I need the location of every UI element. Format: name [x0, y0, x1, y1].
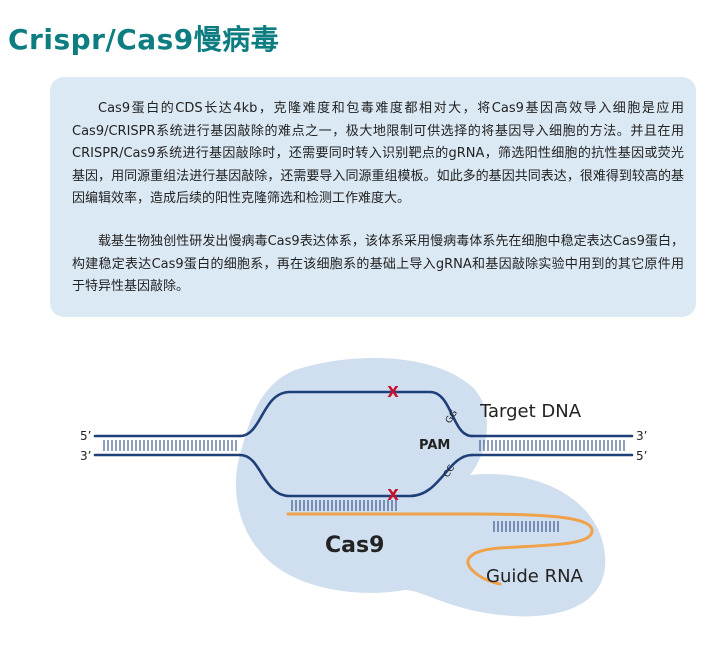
base-pairs-rna-dna	[291, 500, 397, 511]
cut-mark-top: X	[387, 383, 399, 401]
target-dna	[93, 390, 634, 498]
label-5prime-right: 5’	[636, 449, 647, 463]
cut-mark-bottom: X	[387, 486, 399, 504]
dna-lower-strand	[238, 453, 474, 498]
label-3prime-left: 3’	[80, 449, 91, 463]
base-pairs	[103, 440, 625, 532]
target-dna-label: Target DNA	[479, 401, 582, 422]
intro-paragraph-2: 载基生物独创性研发出慢病毒Cas9表达体系，该体系采用慢病毒体系先在细胞中稳定表…	[72, 234, 684, 295]
cas9-protein	[235, 357, 606, 617]
intro-paragraph-1: Cas9蛋白的CDS长达4kb，克隆难度和包毒难度都相对大，将Cas9基因高效导…	[72, 101, 684, 207]
cas9-label: Cas9	[325, 533, 384, 558]
base-pairs-left	[103, 440, 237, 451]
guide-rna	[286, 512, 594, 586]
base-pairs-right	[479, 440, 625, 451]
guide-rna-strand	[286, 512, 594, 586]
dna-upper-strand	[238, 390, 474, 438]
intro-box	[50, 77, 696, 317]
page-title: Crispr/Cas9慢病毒	[8, 23, 280, 56]
guide-rna-label: Guide RNA	[486, 566, 584, 587]
label-5prime-left: 5’	[80, 429, 91, 443]
label-3prime-right: 3’	[636, 429, 647, 443]
pam-label: PAM	[419, 438, 450, 453]
base-pairs-hairpin	[493, 521, 559, 532]
